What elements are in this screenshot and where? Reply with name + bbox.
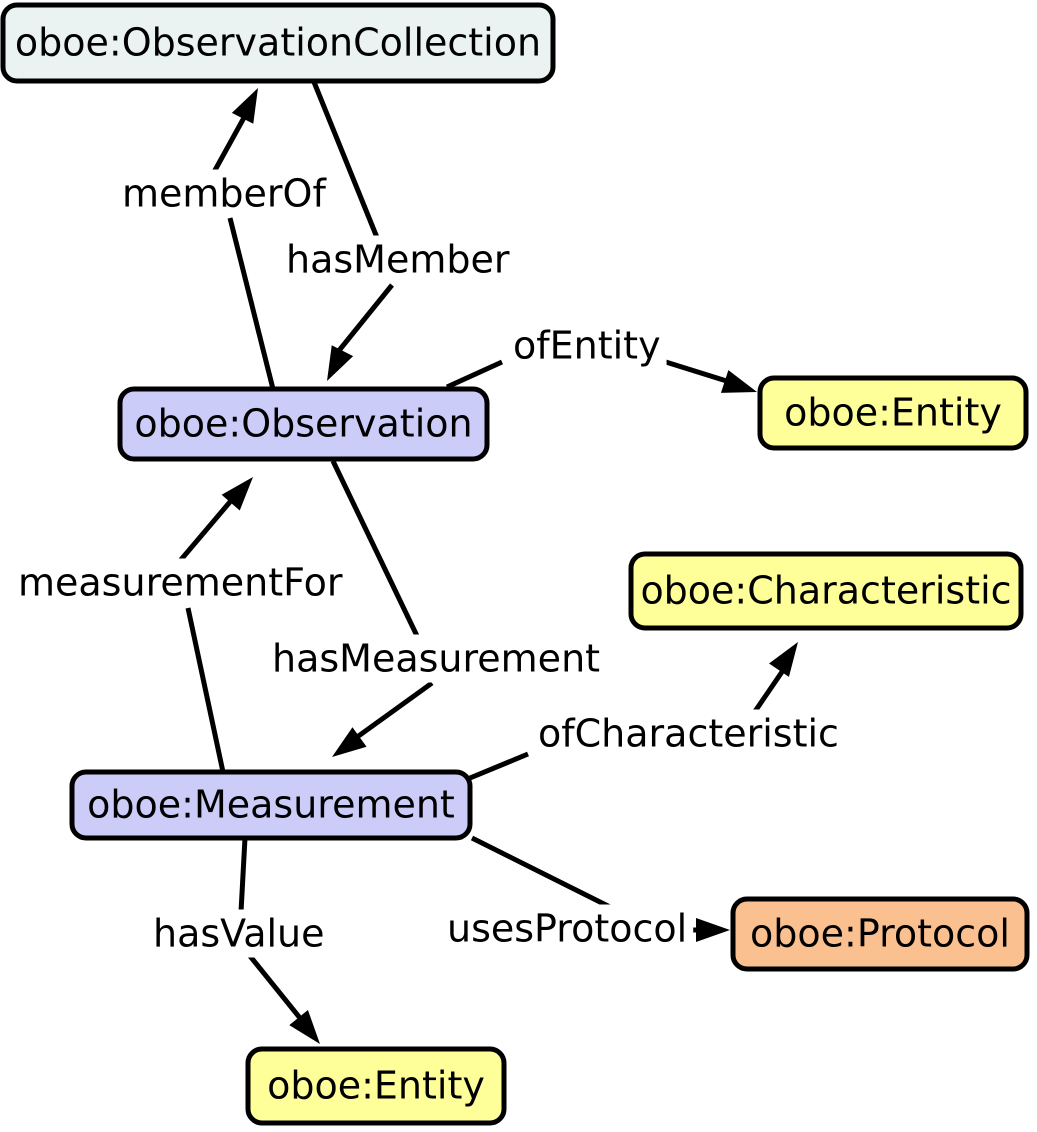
edge-label-uses-protocol: usesProtocol: [447, 907, 687, 951]
edge-has-measurement: [330, 459, 434, 757]
node-label-observation: oboe:Observation: [134, 402, 472, 446]
node-entity-bottom[interactable]: oboe:Entity: [245, 1046, 507, 1126]
node-box-protocol[interactable]: [730, 896, 1030, 972]
arrowhead-icon-has-member: [327, 345, 354, 381]
node-box-observation-collection[interactable]: [0, 2, 556, 84]
node-box-entity-bottom[interactable]: [245, 1046, 507, 1126]
arrowhead-icon-measurement-for: [221, 477, 253, 511]
node-label-protocol: oboe:Protocol: [750, 912, 1010, 956]
edge-label-measurement-for: measurementFor: [18, 561, 343, 605]
edge-label-has-value: hasValue: [153, 912, 325, 956]
edge-label-has-member: hasMember: [286, 238, 510, 282]
edge-member-of: [211, 88, 276, 390]
node-entity-top[interactable]: oboe:Entity: [757, 375, 1029, 451]
edge-label-of-entity: ofEntity: [513, 324, 661, 368]
node-box-entity-top[interactable]: [757, 375, 1029, 451]
edge-label-backing-of-characteristic: [532, 709, 845, 758]
node-label-entity-bottom: oboe:Entity: [267, 1064, 485, 1108]
edge-line-has-value: [238, 837, 248, 913]
edge-label-backing-has-member: [280, 235, 516, 284]
edge-measurement-for: [177, 477, 253, 773]
edge-line-of-characteristic: [469, 751, 529, 781]
node-label-observation-collection: oboe:ObservationCollection: [15, 21, 541, 65]
node-label-entity-top: oboe:Entity: [784, 391, 1002, 435]
node-box-observation[interactable]: [117, 386, 490, 462]
edge-line-has-value: [248, 954, 306, 1025]
edge-label-backing-member-of: [116, 169, 334, 218]
node-label-measurement: oboe:Measurement: [87, 783, 455, 827]
edge-line-measurement-for: [185, 607, 226, 773]
edge-line-has-measurement: [351, 680, 434, 743]
edge-has-value: [238, 837, 320, 1044]
edge-label-has-measurement: hasMeasurement: [272, 637, 600, 681]
edges-layer: [177, 81, 798, 1044]
edge-has-member: [311, 81, 394, 381]
edge-label-backing-has-measurement: [266, 634, 607, 683]
node-characteristic[interactable]: oboe:Characteristic: [628, 551, 1024, 631]
node-box-measurement[interactable]: [69, 769, 473, 841]
arrowhead-icon-has-value: [289, 1010, 320, 1044]
edge-line-measurement-for: [177, 494, 237, 564]
edge-label-backing-of-entity: [507, 321, 667, 370]
node-observation-collection[interactable]: oboe:ObservationCollection: [0, 2, 556, 84]
edge-line-of-entity: [445, 359, 504, 390]
node-label-characteristic: oboe:Characteristic: [640, 569, 1011, 613]
edge-label-backing-has-value: [147, 909, 331, 958]
node-box-characteristic[interactable]: [628, 551, 1024, 631]
edge-line-member-of: [227, 217, 276, 390]
edge-label-of-characteristic: ofCharacteristic: [538, 712, 839, 756]
edge-label-member-of: memberOf: [122, 172, 327, 216]
node-observation[interactable]: oboe:Observation: [117, 386, 490, 462]
node-protocol[interactable]: oboe:Protocol: [730, 896, 1030, 972]
arrowhead-icon-uses-protocol: [696, 918, 730, 942]
edge-label-backing-uses-protocol: [441, 904, 694, 953]
edge-line-has-member: [311, 81, 381, 241]
edge-label-backing-measurement-for: [12, 558, 349, 607]
edge-line-has-member: [331, 283, 394, 360]
arrowhead-icon-of-entity: [720, 370, 757, 393]
arrowhead-icon-has-measurement: [332, 727, 367, 757]
node-measurement[interactable]: oboe:Measurement: [69, 769, 473, 841]
arrowhead-icon-member-of: [231, 88, 258, 124]
edge-line-has-measurement: [330, 459, 421, 640]
arrowhead-icon-of-characteristic: [769, 642, 798, 677]
